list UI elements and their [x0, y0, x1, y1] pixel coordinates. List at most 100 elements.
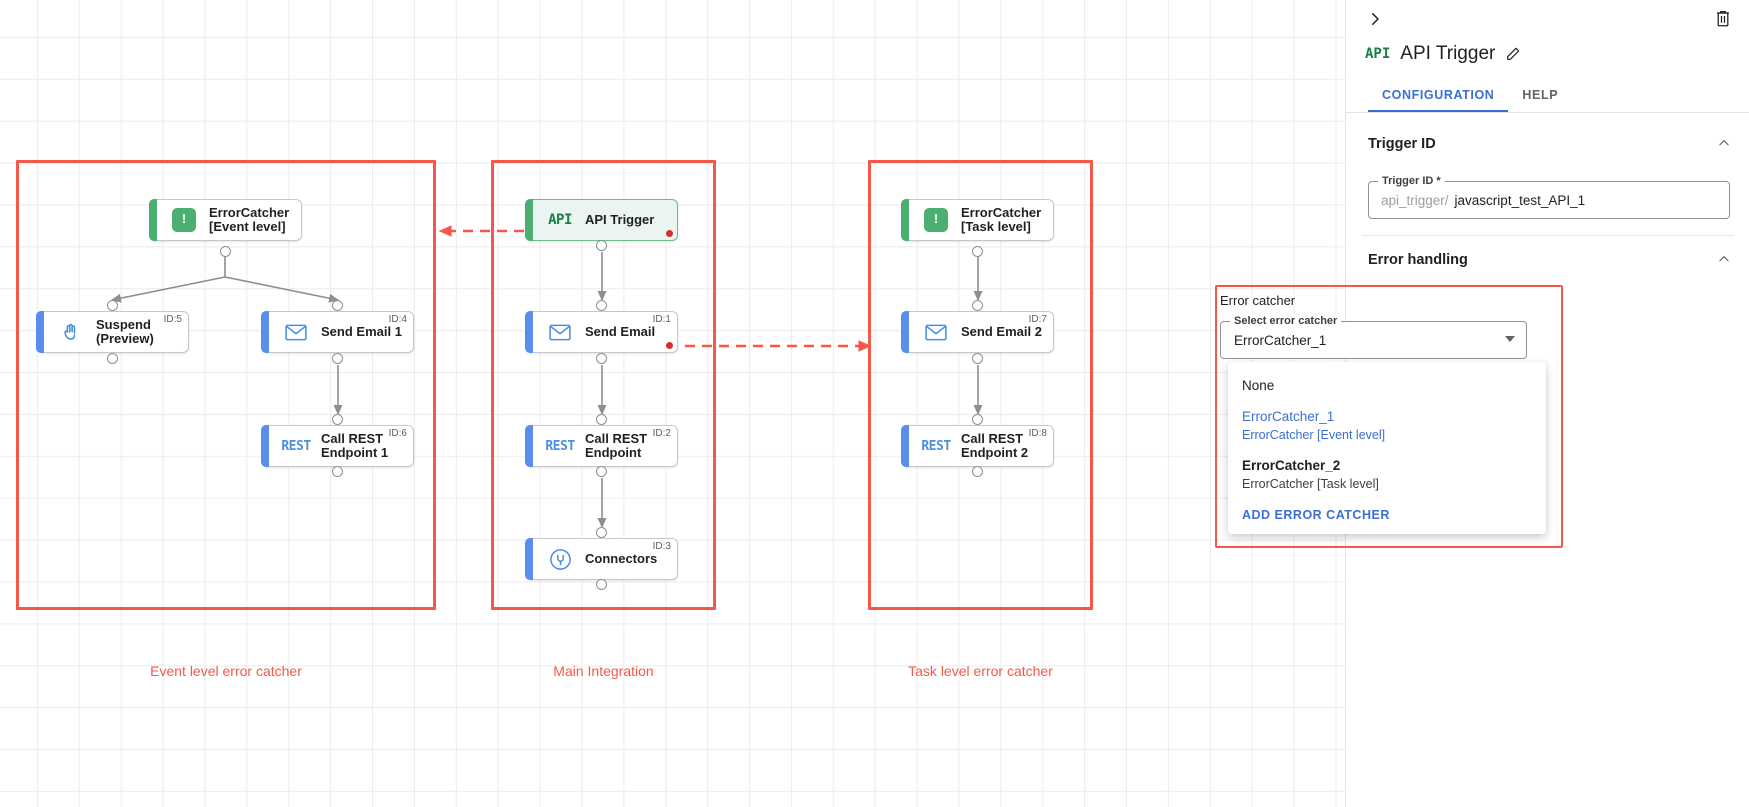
- node-label: Connectors: [585, 551, 658, 566]
- node-label: Send Email 1: [321, 324, 402, 339]
- trigger-id-value: javascript_test_API_1: [1454, 192, 1586, 208]
- node-label: Call REST Endpoint 2: [961, 431, 1029, 460]
- menu-item-errorcatcher-1[interactable]: ErrorCatcher_1 ErrorCatcher [Event level…: [1228, 401, 1546, 450]
- node-accent: [36, 311, 44, 353]
- node-send-email-2[interactable]: Send Email 2 ID:7: [901, 311, 1054, 353]
- node-call-rest-endpoint-1[interactable]: REST Call REST Endpoint 1 ID:6: [261, 425, 414, 467]
- node-port-in[interactable]: [596, 414, 607, 425]
- pencil-icon[interactable]: [1505, 46, 1521, 62]
- chevron-down-icon[interactable]: [1505, 336, 1515, 342]
- node-accent: [525, 538, 533, 580]
- api-badge-icon: API: [1365, 46, 1391, 62]
- node-id: ID:6: [388, 428, 407, 439]
- envelope-icon: [547, 319, 573, 345]
- tab-configuration[interactable]: CONFIGURATION: [1368, 80, 1509, 112]
- node-label: Call REST Endpoint 1: [321, 431, 389, 460]
- select-error-catcher-value: ErrorCatcher_1: [1234, 332, 1327, 348]
- envelope-icon: [283, 319, 309, 345]
- menu-item-secondary: ErrorCatcher [Event level]: [1242, 428, 1386, 442]
- error-catcher-icon: !: [171, 207, 197, 233]
- node-port-out[interactable]: [220, 246, 231, 257]
- section-heading-error-handling: Error handling: [1368, 252, 1468, 268]
- node-port-in[interactable]: [107, 300, 118, 311]
- error-catcher-dropdown-menu[interactable]: None ErrorCatcher_1 ErrorCatcher [Event …: [1228, 362, 1546, 534]
- trigger-id-label: Trigger ID *: [1378, 175, 1445, 187]
- node-label: ErrorCatcher [Task level]: [961, 205, 1042, 234]
- node-port-in[interactable]: [332, 300, 343, 311]
- node-id: ID:7: [1028, 314, 1047, 325]
- node-send-email[interactable]: Send Email ID:1: [525, 311, 678, 353]
- section-divider: [1362, 235, 1734, 236]
- node-error-catcher-task-level[interactable]: ! ErrorCatcher [Task level]: [901, 199, 1054, 241]
- node-id: ID:1: [652, 314, 671, 325]
- node-accent: [525, 425, 533, 467]
- group-frame-task-level[interactable]: [868, 160, 1093, 610]
- trash-icon[interactable]: [1714, 9, 1732, 29]
- menu-item-primary: ErrorCatcher_1: [1242, 409, 1335, 424]
- details-panel: API API Trigger CONFIGURATION HELP Trigg…: [1215, 0, 1749, 807]
- group-frame-event-level[interactable]: [16, 160, 436, 610]
- node-port-out[interactable]: [107, 353, 118, 364]
- error-catcher-icon: !: [923, 207, 949, 233]
- node-call-rest-endpoint-2[interactable]: REST Call REST Endpoint 2 ID:8: [901, 425, 1054, 467]
- node-port-out[interactable]: [596, 240, 607, 251]
- node-id: ID:3: [652, 541, 671, 552]
- rest-icon: REST: [921, 438, 951, 454]
- envelope-icon: [923, 319, 949, 345]
- panel-tabs: CONFIGURATION HELP: [1346, 80, 1749, 113]
- node-port-out[interactable]: [972, 353, 983, 364]
- node-port-in[interactable]: [596, 527, 607, 538]
- select-error-catcher[interactable]: Select error catcher ErrorCatcher_1: [1220, 315, 1527, 359]
- node-port-in[interactable]: [972, 300, 983, 311]
- node-accent: [149, 199, 157, 241]
- node-port-out[interactable]: [332, 466, 343, 477]
- node-accent: [901, 311, 909, 353]
- error-indicator-dot: [666, 342, 673, 349]
- node-suspend-preview[interactable]: Suspend (Preview) ID:5: [36, 311, 189, 353]
- error-catcher-sub-label: Error catcher: [1220, 293, 1296, 308]
- node-label: Suspend (Preview): [96, 317, 154, 346]
- rest-icon: REST: [545, 438, 575, 454]
- menu-item-primary: None: [1242, 378, 1275, 393]
- node-error-catcher-event-level[interactable]: ! ErrorCatcher [Event level]: [149, 199, 302, 241]
- chevron-right-icon[interactable]: [1366, 10, 1384, 28]
- node-port-in[interactable]: [332, 414, 343, 425]
- node-connectors[interactable]: Connectors ID:3: [525, 538, 678, 580]
- node-accent: [525, 311, 533, 353]
- node-port-out[interactable]: [596, 353, 607, 364]
- node-port-out[interactable]: [596, 466, 607, 477]
- menu-item-secondary: ErrorCatcher [Task level]: [1242, 477, 1379, 491]
- group-frame-main-integration[interactable]: [491, 160, 716, 610]
- tab-help[interactable]: HELP: [1522, 88, 1559, 102]
- section-heading-trigger-id: Trigger ID: [1368, 136, 1436, 152]
- error-catcher-highlight-box: [1215, 285, 1563, 548]
- node-accent: [901, 425, 909, 467]
- collapse-trigger-id-icon[interactable]: [1717, 136, 1731, 150]
- connectors-icon: [547, 546, 573, 572]
- node-port-in[interactable]: [972, 414, 983, 425]
- node-label: Send Email 2: [961, 324, 1042, 339]
- node-port-out[interactable]: [972, 466, 983, 477]
- node-api-trigger[interactable]: API API Trigger: [525, 199, 678, 241]
- trigger-id-field[interactable]: Trigger ID * api_trigger/ javascript_tes…: [1368, 175, 1730, 219]
- node-port-out[interactable]: [972, 246, 983, 257]
- collapse-error-handling-icon[interactable]: [1717, 252, 1731, 266]
- node-label: Send Email: [585, 324, 656, 339]
- group-label-main-integration: Main Integration: [553, 663, 654, 679]
- group-label-task-level: Task level error catcher: [908, 663, 1053, 679]
- workflow-canvas[interactable]: Event level error catcher Main Integrati…: [0, 0, 1345, 807]
- menu-item-errorcatcher-2[interactable]: ErrorCatcher_2 ErrorCatcher [Task level]: [1228, 450, 1546, 499]
- node-call-rest-endpoint[interactable]: REST Call REST Endpoint ID:2: [525, 425, 678, 467]
- node-port-out[interactable]: [596, 579, 607, 590]
- select-error-catcher-label: Select error catcher: [1230, 315, 1342, 327]
- node-accent: [525, 199, 533, 241]
- node-port-in[interactable]: [596, 300, 607, 311]
- node-port-out[interactable]: [332, 353, 343, 364]
- panel-topbar: [1346, 0, 1749, 40]
- menu-item-none[interactable]: None: [1228, 370, 1546, 401]
- add-error-catcher-button[interactable]: ADD ERROR CATCHER: [1242, 508, 1390, 522]
- rest-icon: REST: [281, 438, 311, 454]
- page-title: API Trigger: [1400, 43, 1496, 64]
- node-send-email-1[interactable]: Send Email 1 ID:4: [261, 311, 414, 353]
- node-label: API Trigger: [585, 212, 655, 227]
